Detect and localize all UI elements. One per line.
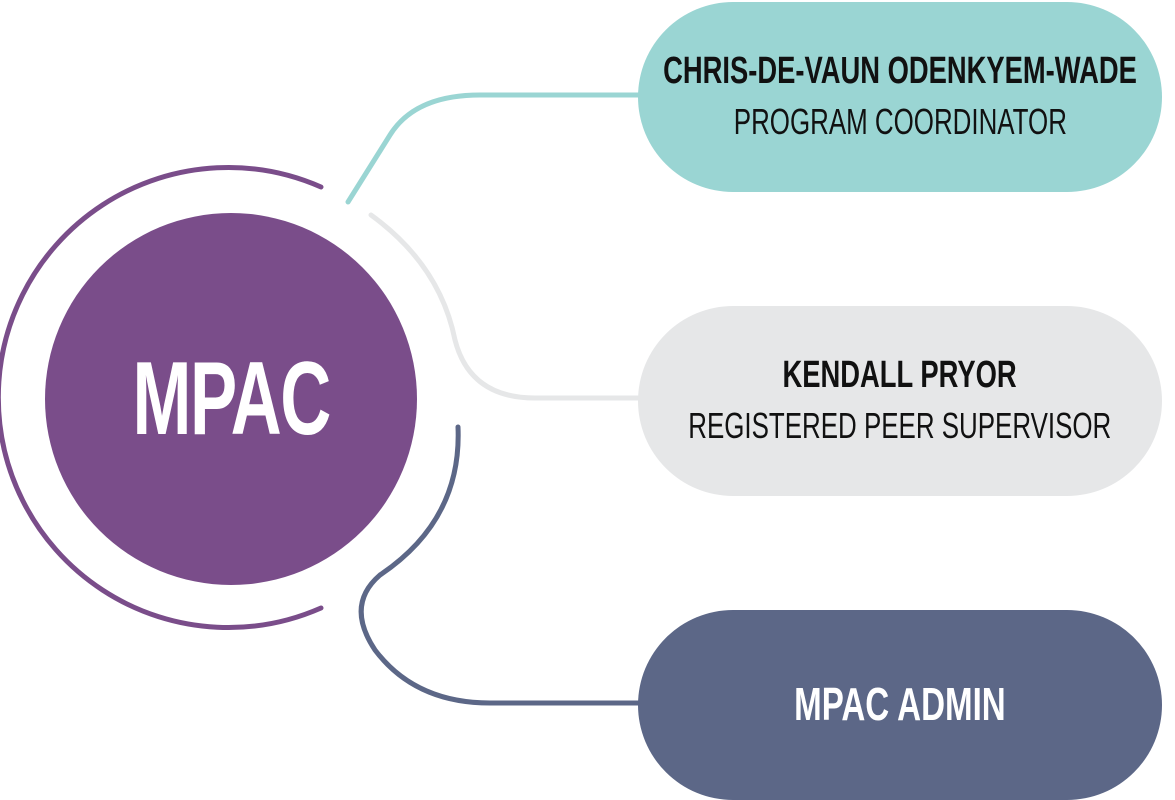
- node-name: CHRIS-DE-VAUN ODENKYEM-WADE: [663, 50, 1137, 93]
- hub-label: MPAC: [132, 341, 331, 457]
- node-role: REGISTERED PEER SUPERVISOR: [688, 404, 1112, 446]
- node-peer-supervisor: KENDALL PRYOR REGISTERED PEER SUPERVISOR: [638, 306, 1162, 496]
- node-name: MPAC ADMIN: [794, 678, 1006, 731]
- node-role: PROGRAM COORDINATOR: [733, 100, 1067, 142]
- hub-circle: MPAC: [45, 213, 417, 585]
- hub-outer-ring: [0, 165, 324, 630]
- connector-node-3: [358, 424, 641, 706]
- connector-node-1: [345, 92, 641, 205]
- node-program-coordinator: CHRIS-DE-VAUN ODENKYEM-WADE PROGRAM COOR…: [638, 2, 1162, 192]
- node-admin: MPAC ADMIN: [638, 610, 1162, 800]
- node-name: KENDALL PRYOR: [782, 354, 1018, 397]
- connector-node-2: [368, 212, 641, 401]
